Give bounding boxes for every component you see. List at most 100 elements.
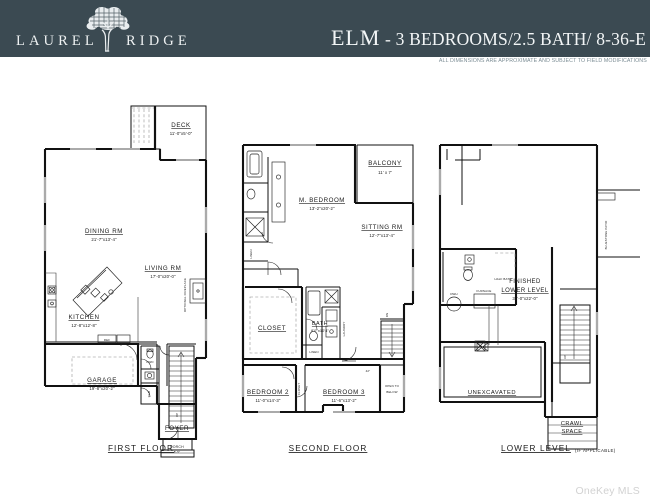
room-dim-living: 17'-0"x20'-0" bbox=[150, 274, 176, 279]
sf-balcony bbox=[356, 144, 414, 204]
label-furnace: FURNACE bbox=[476, 289, 491, 293]
first-floor-plan: REF OPTIONAL FIREPLACE bbox=[43, 105, 208, 458]
room-name-balcony: BALCONY bbox=[368, 160, 401, 167]
label-up: UP bbox=[175, 413, 179, 417]
ff-windows bbox=[43, 147, 208, 341]
room-dim-kitchen: 12'-8"x12'-8" bbox=[71, 323, 97, 328]
ff-garage-dash bbox=[71, 356, 134, 385]
brand-name-left: LAUREL bbox=[16, 33, 98, 49]
sf-wardrobe bbox=[271, 161, 286, 223]
room-name-porch: PORCH bbox=[170, 445, 184, 449]
caption-second-floor: SECOND FLOOR bbox=[289, 444, 368, 453]
label-42in: 42" bbox=[366, 369, 371, 373]
sf-stairs: DN 42" OPEN TO BELOW bbox=[366, 313, 405, 394]
ff-appliances: REF bbox=[97, 334, 131, 344]
room-dim-porch: 8'-5" bbox=[174, 450, 181, 454]
room-dim-finished-lower-level: 32'-0"x22'-0" bbox=[512, 296, 538, 301]
room-dim-sitting: 12'-7"x13'-4" bbox=[369, 233, 395, 238]
ll-mechanicals: FURNACE DWH bbox=[446, 289, 499, 352]
label-ref: REF bbox=[104, 338, 110, 342]
room-dim-bedroom-2: 11'-0"x14'-3" bbox=[255, 398, 280, 403]
ff-fireplace: OPTIONAL FIREPLACE bbox=[183, 278, 207, 312]
room-name-crawl-1: CRAWL bbox=[561, 421, 583, 427]
room-name-bath: BATH bbox=[312, 321, 328, 327]
room-name-foyer: FOYER bbox=[165, 425, 189, 432]
brand-logo: LAUREL bbox=[14, 6, 214, 54]
room-dim-master-bedroom: 13'-2"x20'-2" bbox=[309, 206, 335, 211]
label-half-bath: HALF BATH bbox=[494, 277, 511, 281]
ff-doors bbox=[120, 343, 179, 440]
room-name-master-bedroom: M. BEDROOM bbox=[299, 197, 345, 204]
room-dim-dining: 21'-7"x13'-4" bbox=[91, 237, 117, 242]
onekey-mls-watermark: OneKey MLS bbox=[575, 485, 640, 497]
ll-windows bbox=[438, 143, 599, 389]
caption-lower-level-suffix: (IF APPLICABLE) bbox=[575, 448, 616, 453]
label-up-lower: UP bbox=[563, 355, 567, 359]
room-name-unexcavated: UNEXCAVATED bbox=[468, 390, 516, 396]
ff-kitchen-fixtures bbox=[47, 285, 57, 308]
ll-stairs: UP bbox=[552, 304, 591, 384]
disclaimer-text: ALL DIMENSIONS ARE APPROXIMATE AND SUBJE… bbox=[439, 58, 647, 64]
plan-title-block: ELM - 3 BEDROOMS/2.5 BATH/ 8-36-E bbox=[330, 0, 648, 57]
sf-master-bath-fixtures: LINEN bbox=[245, 150, 265, 259]
ll-interior-walls bbox=[440, 145, 597, 402]
label-linen-master: LINEN bbox=[249, 249, 253, 258]
ff-deck bbox=[130, 105, 207, 161]
page-title: ELM - 3 BEDROOMS/2.5 BATH/ 8-36-E bbox=[331, 25, 646, 51]
room-dim-balcony: 11' x 7' bbox=[378, 170, 392, 175]
label-dwh: DWH bbox=[450, 292, 457, 296]
label-bluestone-patio: BLUESTONE PATIO bbox=[604, 220, 608, 249]
label-pwd: PWD bbox=[146, 360, 153, 364]
sf-bedroom-walls: CLOSET bbox=[243, 318, 404, 412]
ff-kitchen-island bbox=[72, 266, 123, 317]
room-name-closet: CLOSET bbox=[258, 325, 286, 332]
sf-doors bbox=[261, 231, 357, 398]
room-name-deck: DECK bbox=[171, 122, 191, 129]
ff-exterior-walls bbox=[43, 106, 208, 406]
ll-half-bath: HALF BATH bbox=[463, 252, 516, 281]
title-dash: - bbox=[384, 29, 391, 49]
header-bar: LAUREL bbox=[0, 0, 650, 64]
room-dim-garage: 19'-8"x20'-2" bbox=[89, 386, 115, 391]
second-floor-plan: CLOSET LINEN bbox=[241, 143, 415, 414]
ll-room-labels: FINISHED LOWER LEVEL 32'-0"x22'-0" UNEXC… bbox=[468, 279, 583, 435]
room-dim-bath: 8'0"x10'4" bbox=[311, 328, 330, 333]
ff-porch bbox=[157, 404, 198, 458]
model-name: ELM bbox=[330, 25, 381, 50]
sf-closet-dash bbox=[249, 296, 297, 354]
ff-stairs: UP bbox=[168, 345, 195, 429]
label-optional-fireplace: OPTIONAL FIREPLACE bbox=[183, 278, 187, 312]
label-open-to-below-2: BELOW bbox=[386, 390, 397, 394]
ll-crawl bbox=[547, 402, 598, 450]
room-name-finished-2: LOWER LEVEL bbox=[501, 288, 549, 294]
room-name-sitting: SITTING RM bbox=[361, 224, 402, 231]
ff-room-labels: DECK 11'-0"x5'-0" DINING RM 21'-7"x13'-4… bbox=[68, 122, 192, 454]
plans-area: REF OPTIONAL FIREPLACE bbox=[0, 57, 650, 502]
tree-icon bbox=[82, 6, 134, 52]
ff-powder-closet: PWD CLO bbox=[140, 345, 160, 405]
room-dim-deck: 11'-0"x5'-0" bbox=[170, 131, 193, 136]
sf-room-labels: BALCONY 11' x 7' M. BEDROOM 13'-2"x20'-2… bbox=[247, 160, 402, 403]
ff-interior-walls bbox=[45, 272, 196, 386]
ll-unexcavated bbox=[443, 342, 542, 398]
ll-patio: BLUESTONE PATIO bbox=[596, 189, 640, 258]
room-name-garage: GARAGE bbox=[87, 377, 117, 384]
room-name-bedroom-3: BEDROOM 3 bbox=[323, 389, 365, 396]
sf-windows bbox=[241, 143, 415, 414]
label-open-to-below-1: OPEN TO bbox=[385, 384, 400, 388]
lower-level-plan: BLUESTONE PATIO HALF BATH FURNACE DW bbox=[438, 143, 640, 450]
brand-name-right: RIDGE bbox=[126, 33, 191, 49]
room-name-dining: DINING RM bbox=[85, 228, 123, 235]
sf-interior-walls bbox=[241, 157, 404, 361]
room-name-kitchen: KITCHEN bbox=[68, 314, 99, 321]
label-linen-hall: LINEN bbox=[309, 350, 318, 354]
caption-lower-level: LOWER LEVEL bbox=[501, 444, 571, 453]
label-laundry: LAUNDRY bbox=[342, 322, 346, 337]
label-dn: DN bbox=[385, 313, 389, 317]
label-clo: CLO bbox=[147, 390, 151, 397]
sf-hall-bath-fixtures: LAUNDRY LINEN bbox=[307, 289, 346, 354]
room-name-finished-1: FINISHED bbox=[509, 279, 541, 285]
room-name-living: LIVING RM bbox=[145, 265, 182, 272]
caption-row: FIRST FLOOR SECOND FLOOR LOWER LEVEL (IF… bbox=[108, 444, 616, 453]
